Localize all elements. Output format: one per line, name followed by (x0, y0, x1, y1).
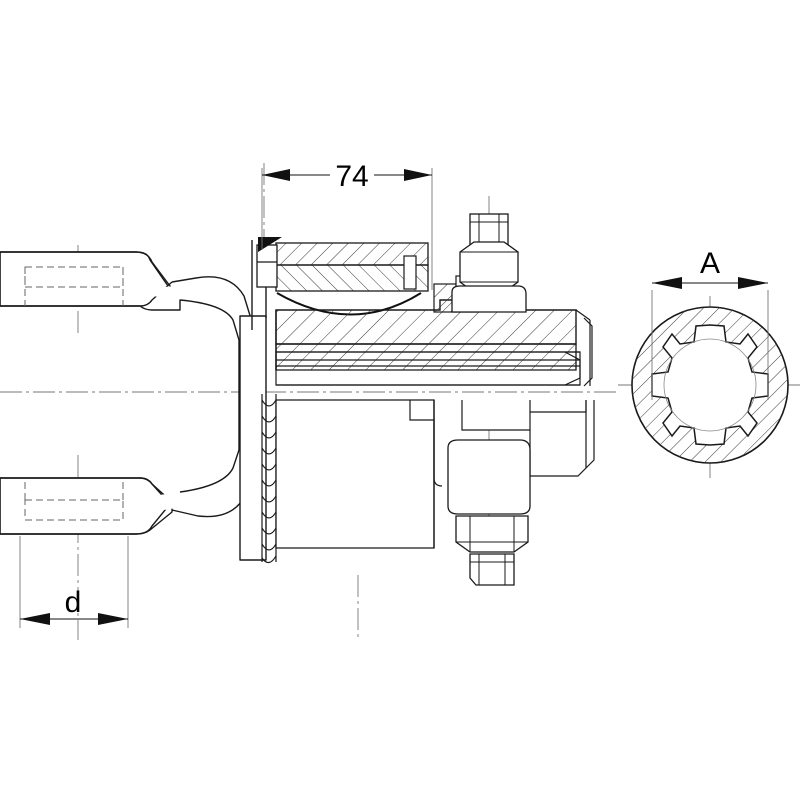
dimension-A: A (652, 247, 768, 289)
lower-body-outline (275, 399, 595, 549)
stud-lower (469, 553, 515, 586)
hex-nut-upper-assembly (451, 213, 527, 313)
nut-washer-upper (451, 285, 527, 313)
splined-shaft-profile (275, 309, 593, 387)
nut-washer-lower (447, 439, 531, 515)
dim-74-arrow-left (262, 169, 290, 181)
hidden-bore-upper (24, 266, 124, 288)
yoke-arm-lower (0, 477, 173, 535)
dim-A-arrow-left (652, 277, 682, 289)
spline-inner-profile (651, 324, 769, 446)
dim-d-arrow-right (98, 613, 128, 625)
hex-nut-lower-assembly (447, 439, 531, 586)
splined-shaft-cross-section (631, 290, 789, 464)
yoke-body-tapered (152, 286, 252, 512)
dimension-label-A: A (700, 247, 720, 280)
sleeve-left-block (256, 244, 278, 288)
spline-root-circle (663, 338, 757, 432)
sleeve-sectioned-middle (275, 275, 577, 371)
dim-A-arrow-right (738, 277, 768, 289)
dim-74-arrow-right (404, 169, 432, 181)
yoke-assembly (0, 240, 267, 561)
hidden-bore-lines (24, 266, 124, 521)
dimension-label-d: d (65, 586, 82, 619)
hidden-bore-lower (24, 499, 124, 521)
dimension-label-74: 74 (335, 160, 368, 193)
dim-d-arrow-left (20, 613, 50, 625)
yoke-flange (239, 315, 267, 561)
stud-upper (469, 213, 509, 247)
section-arrow-marker (258, 237, 282, 252)
hex-nut-upper (459, 241, 519, 293)
sleeve-right-block (403, 255, 417, 290)
hex-nut-lower (455, 515, 529, 553)
sleeve-hatch-band-2 (275, 264, 429, 292)
sleeve-sectioned-upper (256, 242, 429, 292)
dimension-74: 74 (261, 160, 433, 290)
dimension-d: d (19, 536, 129, 628)
